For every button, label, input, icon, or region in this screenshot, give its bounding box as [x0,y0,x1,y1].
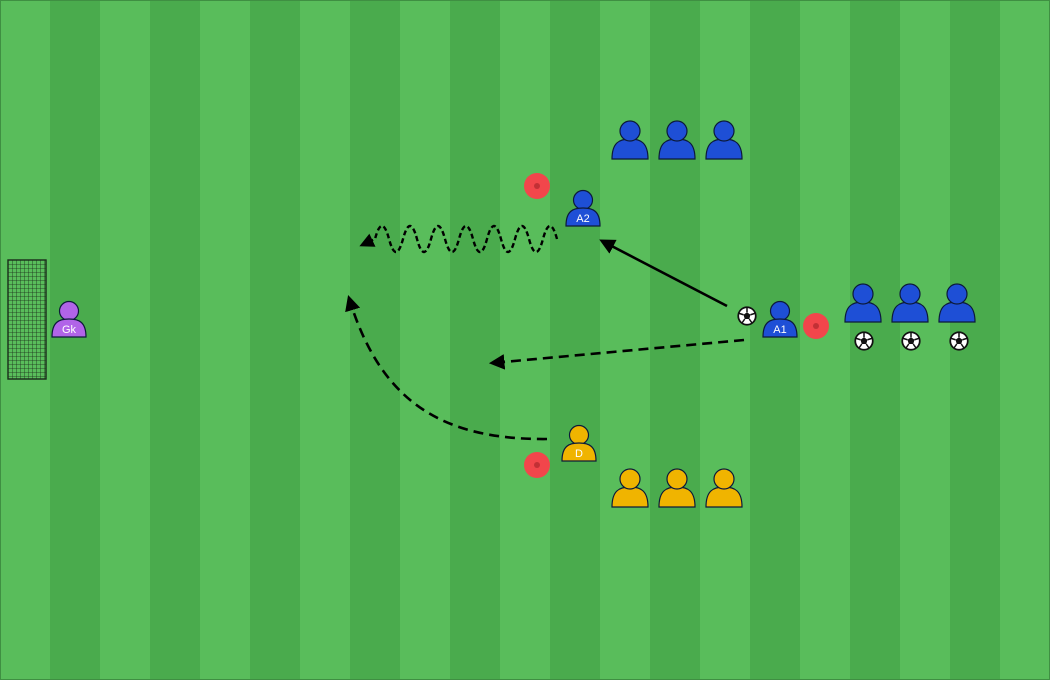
grass-stripe [50,0,100,680]
cone [524,173,550,199]
grass-stripe [400,0,450,680]
attacker-1-player[interactable]: A1 [762,300,798,338]
ball-icon [901,331,921,351]
grass-stripe [450,0,500,680]
queued-player[interactable] [611,468,649,508]
queued-player[interactable] [891,283,929,323]
pass-arrow [599,239,728,308]
grass-stripe [650,0,700,680]
grass-stripe [600,0,650,680]
player-label: Gk [62,324,77,336]
queued-player[interactable] [658,120,696,160]
grass-stripe [750,0,800,680]
grass-stripe [100,0,150,680]
cone [803,313,829,339]
ball-icon [854,331,874,351]
goal-net-icon [7,259,47,380]
ball-icon [949,331,969,351]
queued-player[interactable] [705,468,743,508]
dribble-arrow [359,224,559,254]
goalkeeper-player[interactable]: Gk [51,300,87,338]
player-label: A1 [773,324,786,336]
shot-run-arrow [488,338,745,370]
defender-run-arrow [345,295,548,441]
attacker-2-player[interactable]: A2 [565,189,601,227]
grass-stripe [250,0,300,680]
grass-stripe [150,0,200,680]
player-label: A2 [576,213,589,225]
queued-player[interactable] [705,120,743,160]
grass-stripe [200,0,250,680]
grass-stripe [500,0,550,680]
defender-player[interactable]: D [561,424,597,462]
grass-stripe [300,0,350,680]
grass-stripe [350,0,400,680]
queued-player[interactable] [611,120,649,160]
player-label: D [575,448,583,460]
grass-stripe [800,0,850,680]
grass-stripe [550,0,600,680]
grass-stripe [1000,0,1050,680]
cone [524,452,550,478]
player-queues [611,120,976,508]
ball-icon [737,306,757,326]
queued-player[interactable] [938,283,976,323]
queued-player[interactable] [844,283,882,323]
queued-player[interactable] [658,468,696,508]
